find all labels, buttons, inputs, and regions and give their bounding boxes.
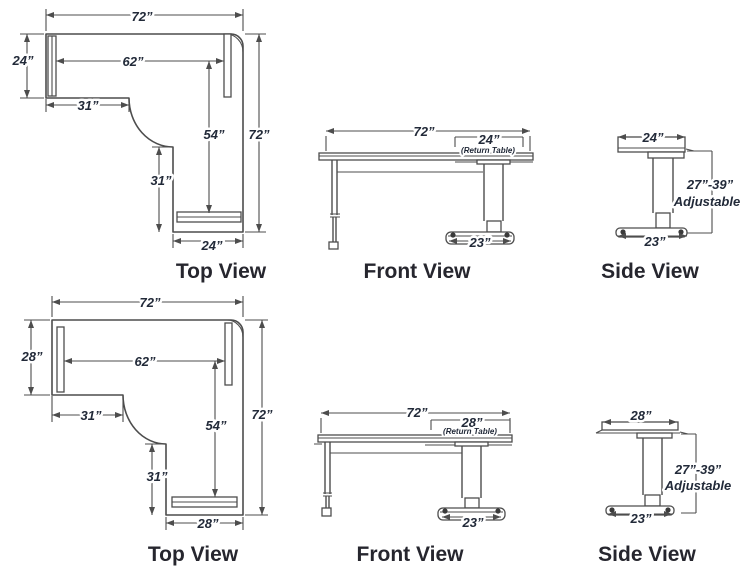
height-bracket	[685, 148, 713, 234]
caster-left	[442, 508, 448, 514]
caster-right	[504, 232, 510, 238]
dimension-lines	[618, 134, 687, 239]
pedestal-base	[437, 441, 506, 521]
dim-label-height-range: 27”-39”	[674, 462, 722, 477]
caption-side-view-1: Side View	[601, 260, 699, 283]
dimension-lines	[326, 128, 530, 244]
dim-label-return-note: (Return Table)	[461, 146, 515, 155]
dim-label-depth: 28”	[630, 408, 652, 423]
bottom-modesty-panel	[171, 496, 238, 508]
dim-label-width: 72”	[140, 295, 161, 310]
caster-left	[609, 507, 615, 513]
tabletop	[314, 434, 513, 446]
right-end-panel	[223, 33, 232, 98]
dim-label-return-width: 24”	[478, 132, 500, 147]
pedestal-base	[605, 432, 675, 516]
height-bracket	[679, 431, 697, 514]
side-view-figure-1: 24” 23” 27”-39” Adjustable Side View	[601, 128, 743, 284]
dim-label-height-note: Adjustable	[664, 478, 731, 493]
dim-label-overall: 72”	[249, 127, 270, 142]
tabletop	[595, 421, 680, 434]
left-end-panel	[56, 326, 65, 393]
dim-label-return-width: 24”	[201, 238, 223, 253]
dimension-lines	[24, 12, 262, 244]
top-view-figure-2: 72” 28” 62” 31” 31” 54” 72” 28” Top View	[18, 293, 275, 567]
desk-outline	[51, 319, 244, 516]
caption-side-view-2: Side View	[598, 543, 696, 566]
dimension-lines	[603, 419, 677, 517]
row-2: 72” 28” 62” 31” 31” 54” 72” 28” Top View	[18, 293, 734, 567]
caption-front-view-1: Front View	[364, 260, 472, 283]
caster-right	[495, 508, 501, 514]
dim-label-inner: 31”	[147, 469, 168, 484]
dim-label-surface: 62”	[135, 354, 156, 369]
dim-label-width: 72”	[414, 124, 435, 139]
dim-label-base: 23”	[462, 515, 484, 530]
dim-label-width: 72”	[132, 9, 153, 24]
dimension-lines	[321, 410, 510, 520]
dim-label-surface: 62”	[123, 54, 144, 69]
dim-label-base: 23”	[644, 234, 666, 249]
left-end-panel	[47, 35, 57, 97]
front-view-figure-2: 72” 28” (Return Table) 23” Front View	[314, 403, 513, 566]
dim-label-depth: 28”	[21, 349, 43, 364]
dim-label-depth: 24”	[12, 53, 34, 68]
side-view-figure-2: 28” 23” 27”-39” Adjustable Side View	[595, 406, 734, 566]
dim-label-height-range: 27”-39”	[686, 177, 734, 192]
caption-top-view-2: Top View	[148, 543, 239, 566]
dimension-lines	[28, 299, 265, 526]
dim-label-height-note: Adjustable	[673, 194, 740, 209]
dim-label-return-note: (Return Table)	[443, 427, 497, 436]
corner-curve-line	[226, 319, 244, 338]
dim-label-run: 54”	[206, 418, 227, 433]
dim-label-width: 72”	[407, 405, 428, 420]
caster-left	[450, 232, 456, 238]
dim-label-base: 23”	[630, 511, 652, 526]
dim-label-return-left: 31”	[81, 408, 102, 423]
caster-right	[665, 507, 671, 513]
bottom-modesty-panel	[176, 211, 242, 223]
front-view-figure-1: 72” 24” (Return Table) 23” Front View	[318, 122, 534, 283]
dim-label-return-left: 31”	[78, 98, 99, 113]
caption-top-view-1: Top View	[176, 260, 267, 283]
dim-label-return-width: 28”	[197, 516, 219, 531]
row-1: 72” 24” 62” 31” 31” 54” 72” 24” Top View	[9, 7, 743, 284]
extension-lines	[325, 136, 531, 151]
dim-label-base: 23”	[469, 235, 491, 250]
dim-label-overall: 72”	[252, 407, 273, 422]
caption-front-view-2: Front View	[357, 543, 465, 566]
dim-label-run: 54”	[204, 127, 225, 142]
right-end-panel	[224, 322, 233, 386]
top-view-figure-1: 72” 24” 62” 31” 31” 54” 72” 24” Top View	[9, 7, 272, 284]
pedestal-base	[445, 159, 515, 245]
left-leg	[328, 160, 340, 250]
dim-label-depth: 24”	[642, 130, 664, 145]
left-leg	[321, 442, 332, 517]
dim-label-return-width: 28”	[461, 415, 483, 430]
caster-left	[620, 229, 626, 235]
desk-outline	[45, 33, 244, 233]
extension-lines	[320, 418, 511, 433]
caster-right	[678, 229, 684, 235]
dim-label-inner: 31”	[151, 173, 172, 188]
